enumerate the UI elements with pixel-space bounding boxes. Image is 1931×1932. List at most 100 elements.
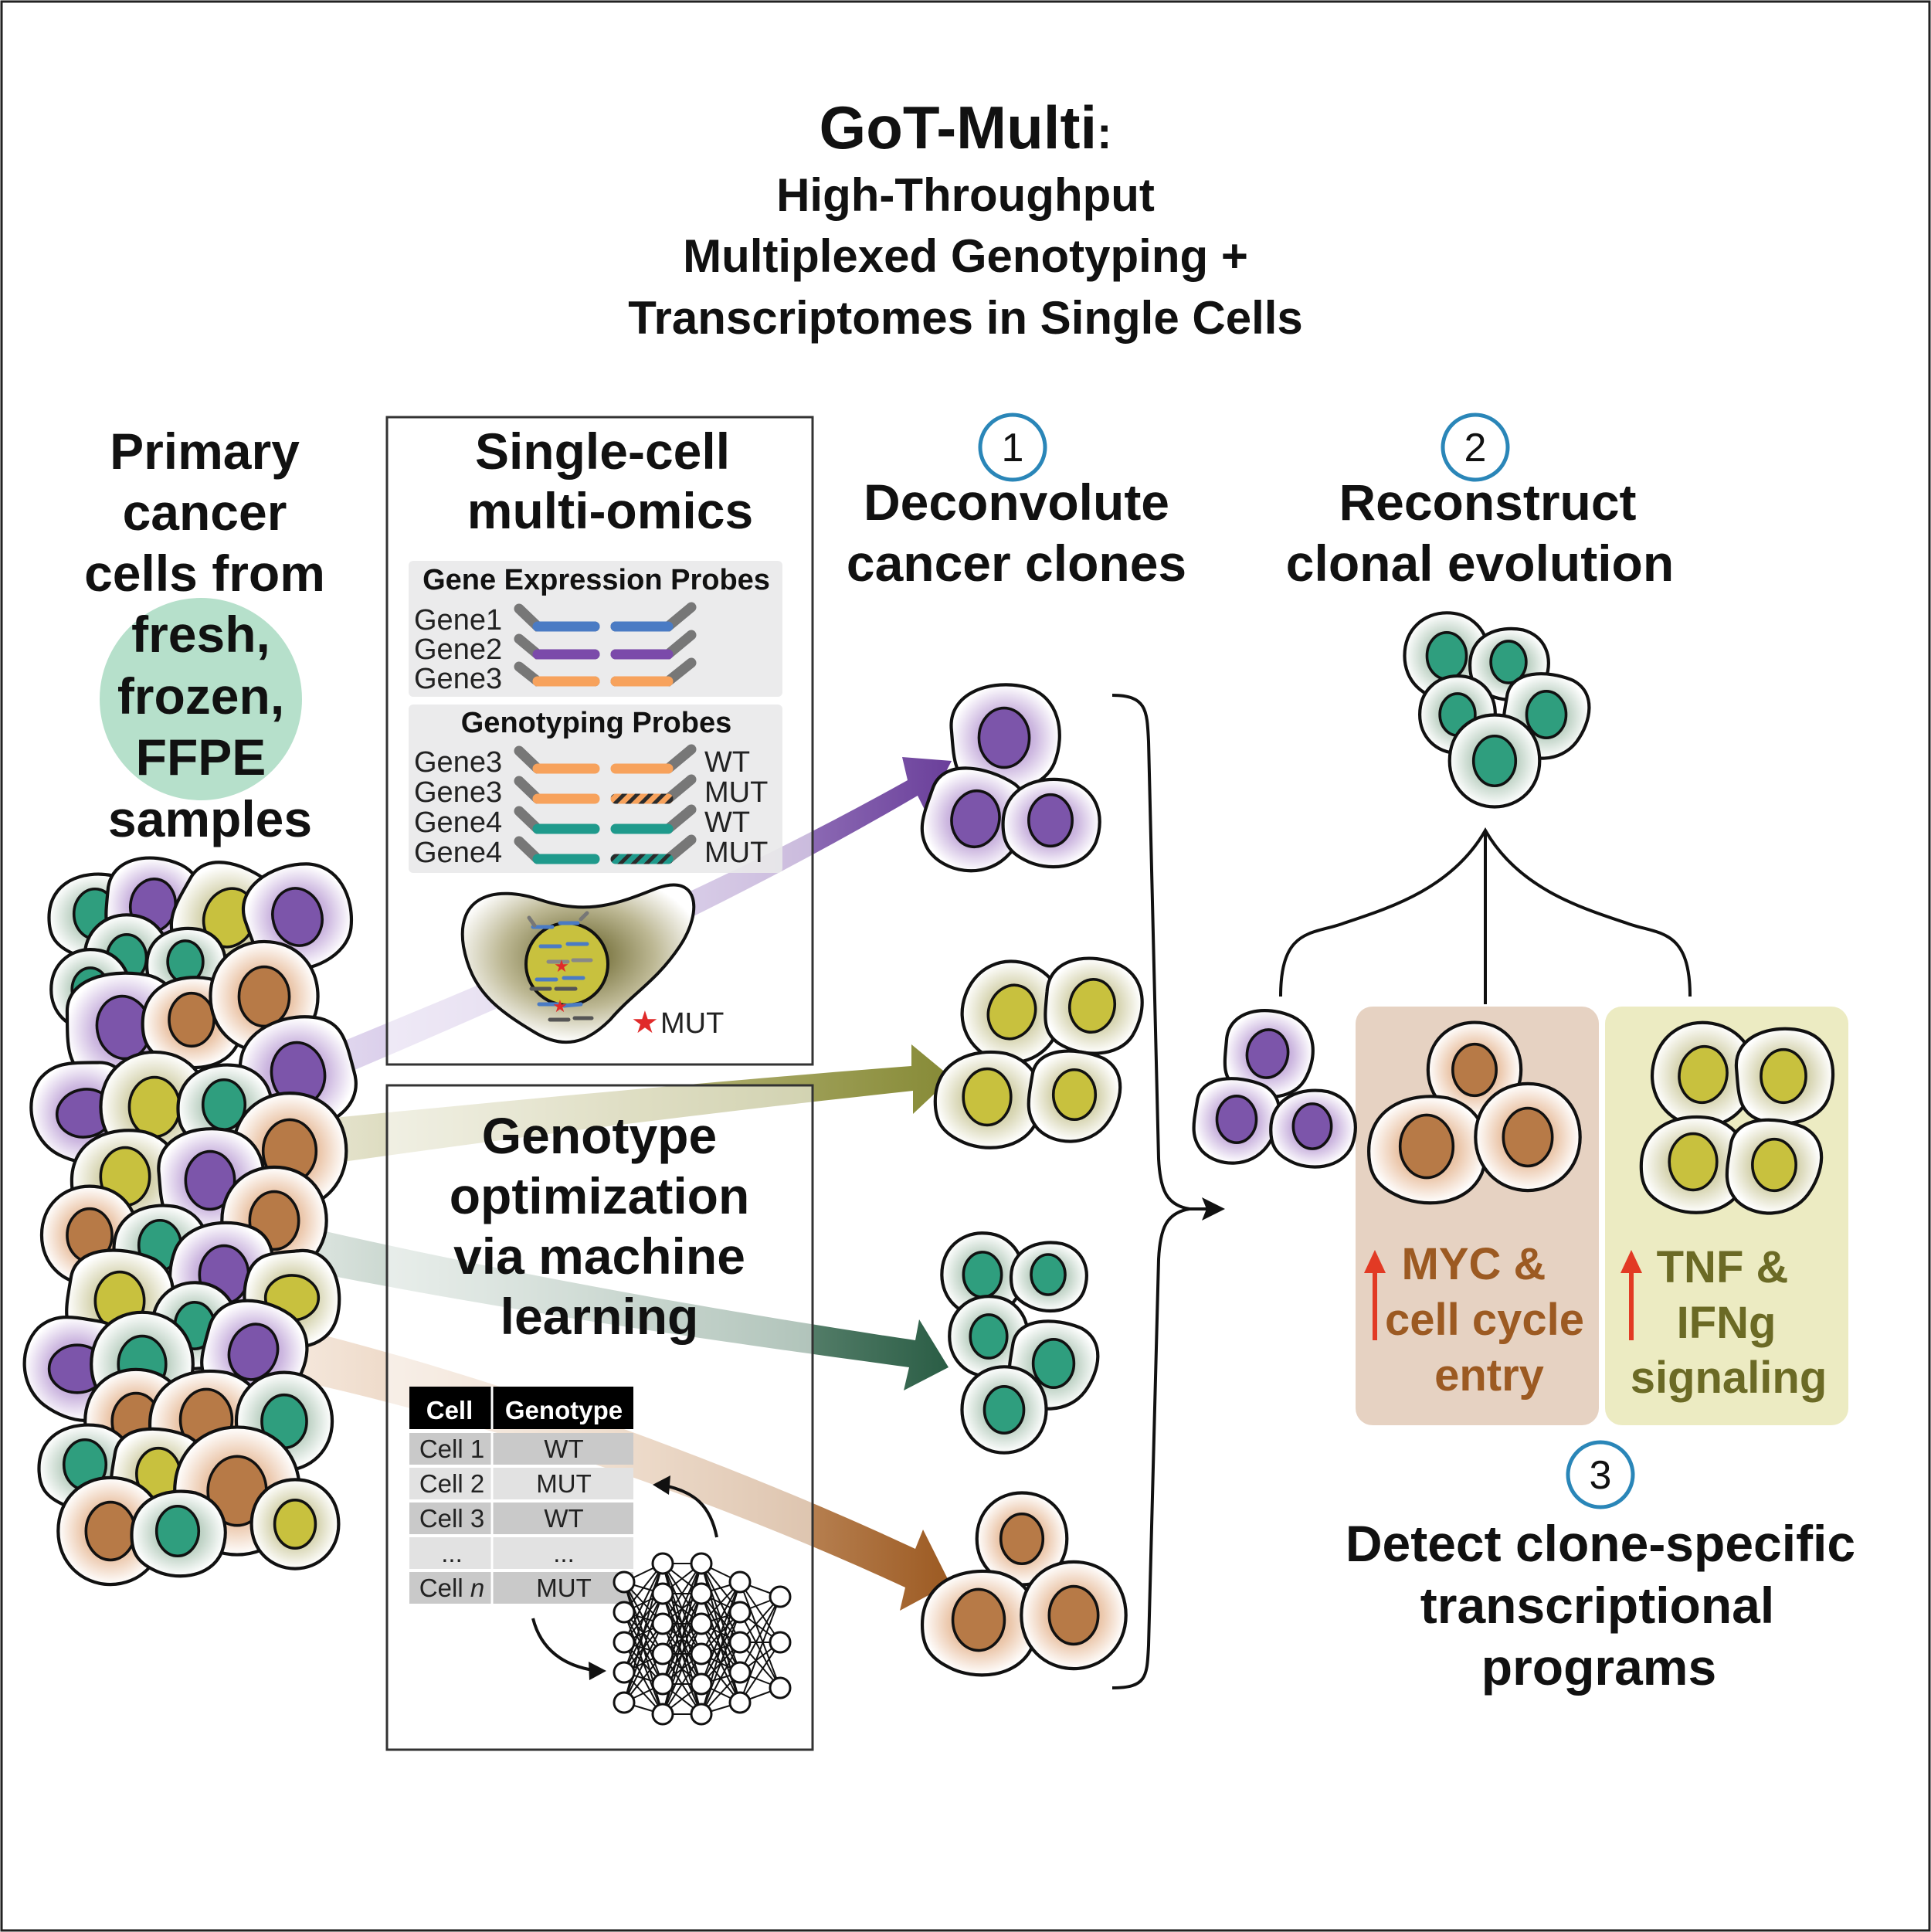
network-edge bbox=[701, 1581, 741, 1655]
network-node bbox=[613, 1661, 636, 1684]
mut-legend-label: MUT bbox=[660, 1007, 724, 1040]
table-cell-name: ... bbox=[441, 1539, 463, 1567]
network-node bbox=[690, 1672, 713, 1696]
cell-nucleus bbox=[986, 983, 1037, 1041]
cell-nucleus bbox=[1031, 1337, 1076, 1390]
table-cell-name: Cell 3 bbox=[419, 1504, 484, 1533]
cell-nucleus bbox=[1760, 1047, 1807, 1105]
table-cell-genotype: ... bbox=[553, 1539, 575, 1567]
cell-green bbox=[1009, 1241, 1088, 1313]
cell-nucleus bbox=[1502, 1106, 1554, 1168]
cell-nucleus bbox=[1047, 1584, 1100, 1646]
table-header-row bbox=[409, 1387, 633, 1429]
step-3-line2: transcriptional bbox=[1420, 1577, 1774, 1634]
network-edge bbox=[662, 1623, 702, 1715]
geno-status-label: WT bbox=[704, 746, 750, 779]
title-main-name: GoT-Multi bbox=[820, 93, 1098, 161]
mut-legend-star-icon: ★ bbox=[631, 1006, 659, 1040]
myc-line3: entry bbox=[1434, 1350, 1544, 1401]
cell-nucleus bbox=[127, 1075, 182, 1139]
cell-nucleus bbox=[1471, 734, 1518, 788]
neural-network-icon bbox=[613, 1552, 792, 1726]
expression-probes-header: Gene Expression Probes bbox=[423, 564, 770, 596]
cell-nucleus bbox=[962, 1067, 1013, 1127]
step-3-number: 3 bbox=[1590, 1453, 1612, 1498]
cell-nucleus bbox=[1668, 1132, 1719, 1192]
network-node bbox=[651, 1582, 674, 1605]
step-3-line1: Detect clone-specific bbox=[1346, 1515, 1855, 1572]
step-2-line1: Reconstruct bbox=[1339, 474, 1636, 531]
expr-gene-label: Gene1 bbox=[414, 604, 502, 637]
cell-nucleus bbox=[1051, 1068, 1098, 1122]
cell-nucleus bbox=[1678, 1044, 1729, 1105]
cell-green bbox=[130, 1489, 227, 1578]
network-node bbox=[651, 1672, 674, 1696]
cell-nucleus bbox=[962, 1251, 1003, 1299]
table-row bbox=[409, 1433, 633, 1465]
table-row bbox=[409, 1468, 633, 1499]
expr-gene-label: Gene2 bbox=[414, 633, 502, 666]
cell-olive bbox=[933, 1050, 1043, 1149]
cell-nucleus bbox=[950, 789, 1001, 849]
table-header-genotype: Genotype bbox=[505, 1396, 623, 1424]
cell-purple bbox=[1269, 1088, 1357, 1169]
cell-nucleus bbox=[1525, 690, 1568, 739]
geno-status-label: MUT bbox=[704, 776, 768, 809]
mut-star-icon: ★ bbox=[552, 997, 568, 1016]
cell-nucleus bbox=[1215, 1095, 1258, 1144]
geno-gene-label: Gene3 bbox=[414, 776, 502, 809]
network-edge bbox=[662, 1563, 702, 1625]
cell-nucleus bbox=[237, 965, 291, 1028]
table-row bbox=[409, 1537, 633, 1569]
network-node bbox=[651, 1703, 674, 1726]
table-row bbox=[409, 1502, 633, 1534]
cell-purple bbox=[1001, 777, 1101, 869]
optimization-title-line4: learning bbox=[501, 1288, 699, 1345]
cell-olive bbox=[1044, 956, 1144, 1055]
cell-olive bbox=[1735, 1027, 1835, 1126]
network-node bbox=[769, 1585, 792, 1608]
title-line2: Multiplexed Genotyping + bbox=[683, 230, 1248, 282]
cell-nucleus bbox=[84, 1500, 137, 1562]
geno-gene-label: Gene4 bbox=[414, 837, 502, 869]
network-edge bbox=[662, 1653, 702, 1715]
left-line1: Primary bbox=[110, 423, 300, 480]
tnf-line1: TNF & bbox=[1657, 1242, 1789, 1292]
cell-purple bbox=[1192, 1077, 1281, 1165]
step-1-number-circle bbox=[978, 413, 1047, 482]
step-1-line1: Deconvolute bbox=[864, 474, 1169, 531]
merge-arrowhead bbox=[1202, 1197, 1225, 1221]
left-line4: fresh, bbox=[131, 606, 270, 663]
probed-cell-illustration: ★ ★ ★ MUT bbox=[460, 883, 724, 1044]
network-node bbox=[690, 1612, 713, 1635]
cell-olive bbox=[1027, 1049, 1122, 1143]
table-cell-genotype: MUT bbox=[536, 1574, 591, 1602]
network-edge bbox=[623, 1563, 663, 1673]
optimization-panel: Genotype optimization via machine learni… bbox=[385, 1084, 814, 1751]
network-node bbox=[728, 1601, 752, 1624]
network-node bbox=[769, 1676, 792, 1699]
left-line7: samples bbox=[108, 790, 312, 847]
input-arrow-icon bbox=[531, 1618, 599, 1672]
cell-nucleus bbox=[1067, 978, 1117, 1034]
network-node bbox=[613, 1631, 636, 1654]
step-1-number: 1 bbox=[1002, 426, 1024, 470]
step-2-number: 2 bbox=[1464, 426, 1487, 470]
myc-line1: MYC & bbox=[1402, 1239, 1546, 1289]
probe-fragments bbox=[527, 911, 594, 1022]
cell-olive bbox=[1639, 1115, 1749, 1214]
title-colon: : bbox=[1097, 108, 1111, 158]
network-node bbox=[651, 1642, 674, 1665]
title-line3: Transcriptomes in Single Cells bbox=[628, 292, 1303, 344]
table-cell-name: Cell 1 bbox=[419, 1435, 484, 1463]
network-node bbox=[728, 1691, 752, 1714]
network-node bbox=[613, 1691, 636, 1714]
network-node bbox=[690, 1642, 713, 1665]
cell-olive bbox=[249, 1478, 341, 1570]
step-2-line2: clonal evolution bbox=[1286, 535, 1674, 592]
table-cell-name: Cell n bbox=[419, 1574, 484, 1602]
optimization-title-line1: Genotype bbox=[482, 1107, 717, 1164]
network-edge bbox=[623, 1593, 663, 1703]
network-node bbox=[613, 1601, 636, 1624]
cell-nucleus bbox=[982, 1385, 1026, 1435]
